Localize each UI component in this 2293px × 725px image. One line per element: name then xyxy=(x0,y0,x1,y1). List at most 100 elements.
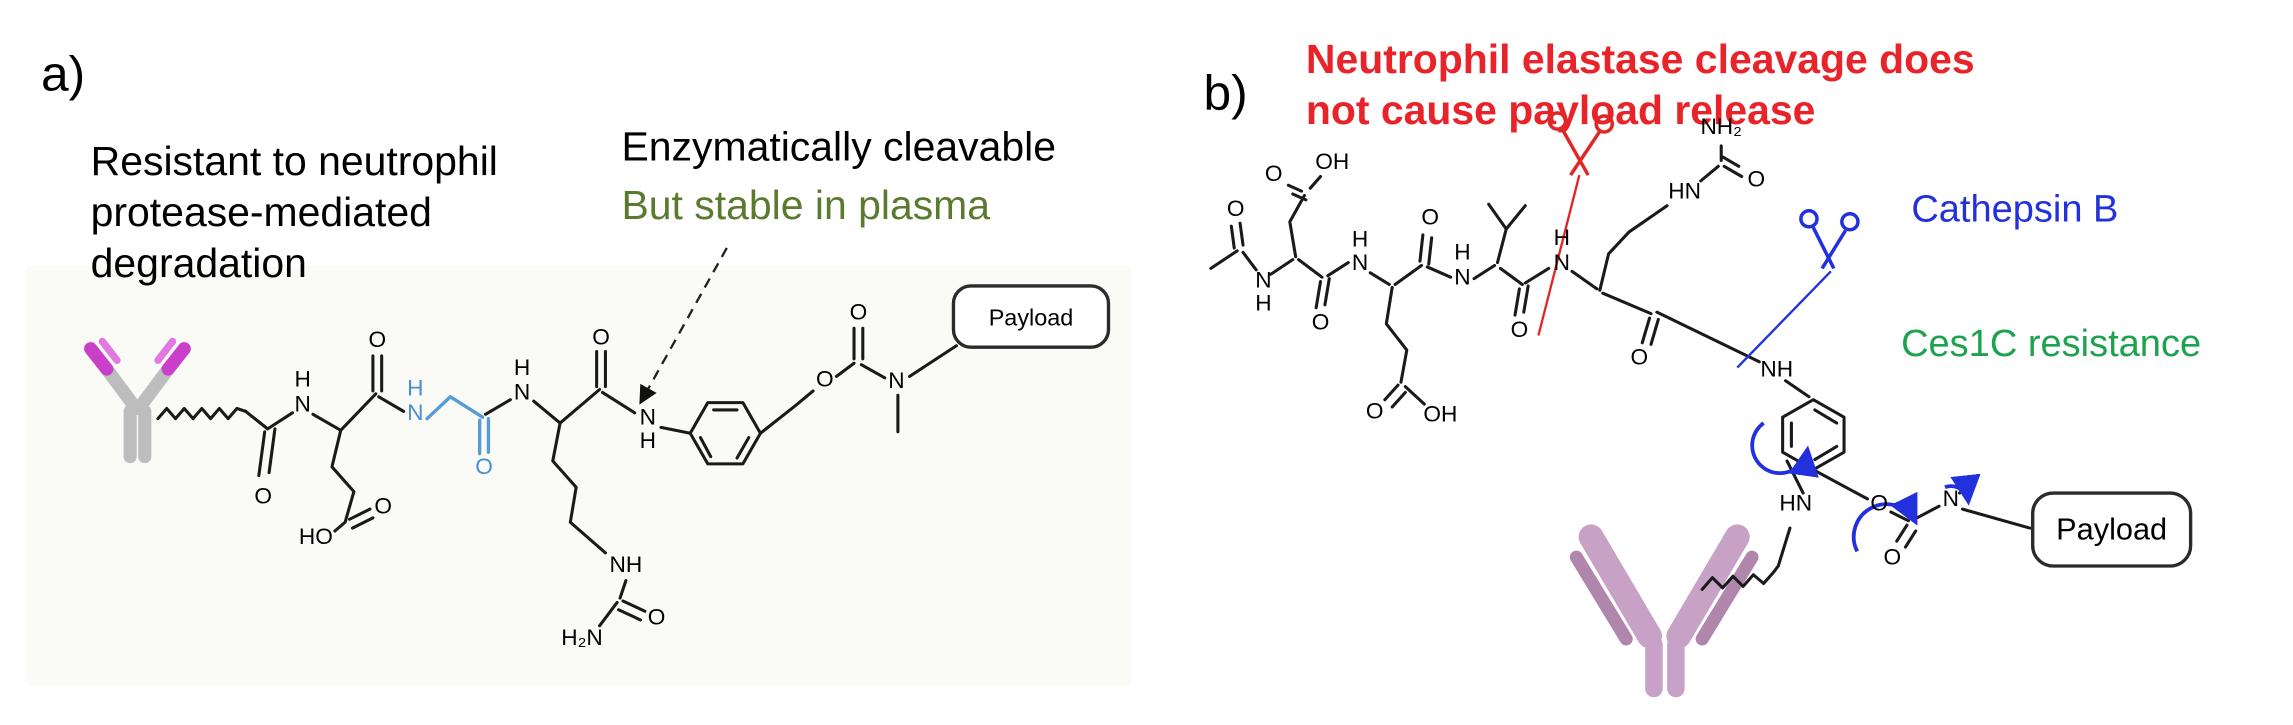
antibody-right-arm xyxy=(1666,524,1750,649)
blue-scissors-handle xyxy=(1840,211,1860,232)
antibody-left-tip xyxy=(84,342,114,376)
antibody-left-arm xyxy=(100,362,143,416)
atom-label: NH xyxy=(1760,356,1793,381)
blue-curved-arrow-ring xyxy=(1750,421,1819,478)
glycine-blue-segment xyxy=(425,395,491,456)
benzene-ring-b-double-bonds xyxy=(1789,408,1839,462)
atom-label: H xyxy=(1255,291,1271,316)
dashed-pointer-arrow xyxy=(639,247,728,405)
atom-label: O xyxy=(1883,545,1901,570)
payload-box-b: Payload xyxy=(2031,491,2193,568)
atom-label: NH xyxy=(610,552,643,577)
ces1c-resistance-label: Ces1C resistance xyxy=(1901,323,2201,365)
resistant-annotation-line2: protease-mediated xyxy=(91,189,432,235)
blue-scissors-handle xyxy=(1799,209,1819,229)
stable-annotation: But stable in plasma xyxy=(622,182,991,228)
cathepsin-b-label: Cathepsin B xyxy=(1911,189,2118,231)
atom-label: O xyxy=(1870,491,1888,516)
atom-label: N xyxy=(407,400,423,425)
atom-label: O xyxy=(1747,167,1765,192)
atom-label: H xyxy=(407,375,423,400)
atom-label: N xyxy=(1454,264,1470,289)
panel-a: a) Resistant to neutrophil protease-medi… xyxy=(26,45,1132,686)
payload-box-a: Payload xyxy=(951,284,1111,349)
atom-label: O xyxy=(374,494,392,519)
panel-b: b) Neutrophil elastase cleavage does not… xyxy=(1204,36,2201,698)
red-scissors-blades xyxy=(1560,127,1602,177)
atom-label: H xyxy=(1352,227,1368,252)
atom-label: N xyxy=(295,391,311,416)
atom-label: O xyxy=(816,367,834,392)
resistant-annotation-line3: degradation xyxy=(91,240,307,286)
atom-label: NH₂ xyxy=(1700,114,1742,139)
antibody-right-arm-inner xyxy=(1695,550,1759,646)
atom-label: OH xyxy=(1423,402,1457,427)
benzene-ring-a xyxy=(688,401,762,466)
blue-cleavage-line xyxy=(1736,270,1832,369)
atom-label: N xyxy=(514,380,530,405)
red-cleavage-line xyxy=(1537,174,1581,336)
atom-label: H xyxy=(295,367,311,392)
payload-label: Payload xyxy=(2056,513,2167,547)
atom-label: N xyxy=(1352,250,1368,275)
atom-label: O xyxy=(850,299,868,324)
atom-label: N xyxy=(1943,486,1959,511)
panel-a-label: a) xyxy=(41,45,85,101)
resistant-annotation-line1: Resistant to neutrophil xyxy=(91,138,498,184)
red-scissors-icon xyxy=(1547,111,1615,177)
atom-label: N xyxy=(1554,250,1570,275)
panel-a-structure-background xyxy=(26,265,1132,686)
cleavable-annotation: Enzymatically cleavable xyxy=(622,124,1056,170)
blue-curved-arrow-nitrogen xyxy=(1944,473,1981,506)
atom-label: O xyxy=(1366,399,1384,424)
atom-label: HN xyxy=(1668,178,1701,203)
atom-label: O xyxy=(254,483,272,508)
atom-label: N xyxy=(1255,267,1271,292)
atom-label: O xyxy=(1511,317,1529,342)
bond-path-a xyxy=(244,326,958,628)
antibody-left-arm xyxy=(1578,524,1662,649)
payload-label: Payload xyxy=(989,304,1074,330)
bond-path-b xyxy=(1209,144,2032,568)
blue-scissors-icon xyxy=(1799,209,1860,270)
atom-label: O xyxy=(1227,196,1245,221)
red-scissors-handle xyxy=(1547,111,1568,131)
atom-label: O xyxy=(1631,345,1649,370)
panel-b-title-line1: Neutrophil elastase cleavage does xyxy=(1306,36,1975,82)
atom-label: H₂N xyxy=(561,625,603,650)
antibody-right-arm xyxy=(132,362,175,416)
blue-scissors-blades xyxy=(1811,226,1848,270)
atom-label: O xyxy=(1312,310,1330,335)
antibody-icon-a xyxy=(84,337,191,464)
antibody-icon-b xyxy=(1569,524,1759,698)
antibody-left-tip-highlight xyxy=(98,337,121,364)
atom-label: N xyxy=(888,368,904,393)
atom-label: O xyxy=(592,324,610,349)
atom-label: H xyxy=(640,428,656,453)
atom-label: O xyxy=(475,454,493,479)
panel-b-title-line2: not cause payload release xyxy=(1306,87,1816,133)
atom-label: O xyxy=(1421,205,1439,230)
atom-label: O xyxy=(368,327,386,352)
red-scissors-handle xyxy=(1594,114,1615,134)
atom-label: OH xyxy=(1315,149,1349,174)
conjugation-squiggle-a xyxy=(156,406,248,421)
panel-b-label: b) xyxy=(1204,64,1248,120)
atom-label: H xyxy=(514,355,530,380)
atom-labels-b: O N H O OH O H N O OH O H N O H N HN O N… xyxy=(1227,114,1959,569)
conjugation-squiggle-b xyxy=(1700,564,1780,591)
atom-label: H xyxy=(1454,240,1470,265)
atom-label: N xyxy=(640,405,656,430)
antibody-right-tip xyxy=(161,342,191,376)
atom-label: HO xyxy=(299,524,333,549)
benzene-ring-a-double-bonds xyxy=(698,408,751,460)
payload-box-outline xyxy=(951,284,1111,349)
payload-box-outline xyxy=(2031,491,2193,568)
atom-label: HN xyxy=(1779,491,1812,516)
atom-label: H xyxy=(1554,225,1570,250)
atom-labels-a: O H N HO O O H N O H N NH O H₂N O N H O … xyxy=(254,299,904,649)
atom-label: O xyxy=(648,604,666,629)
atom-label: O xyxy=(1265,161,1283,186)
